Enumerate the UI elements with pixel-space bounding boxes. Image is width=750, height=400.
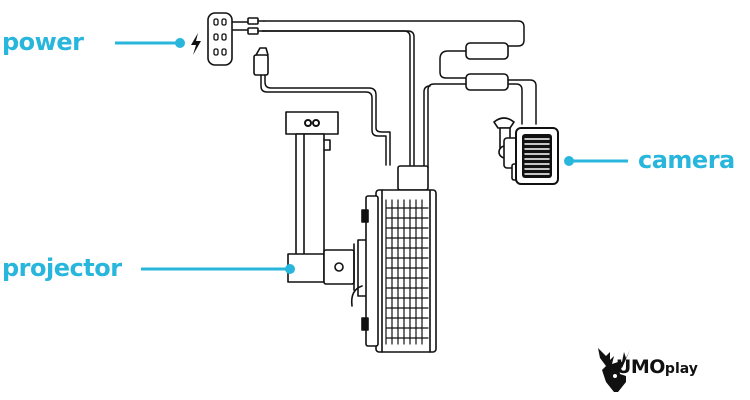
cables — [260, 20, 537, 169]
projector-callout — [141, 264, 295, 274]
camera-label: camera — [638, 146, 735, 174]
brand-name-light: play — [664, 361, 698, 377]
brand-wordmark: LUMOplay — [605, 356, 698, 378]
projector-unit — [361, 165, 437, 353]
power-label: power — [2, 28, 84, 56]
camera-unit — [493, 117, 559, 185]
power-outlet-icon — [207, 12, 233, 66]
lightning-bolt-icon — [191, 33, 201, 55]
deer-logo-icon — [598, 348, 630, 392]
power-callout — [115, 33, 201, 55]
outlet-plugs — [232, 17, 269, 76]
camera-callout — [564, 156, 628, 166]
camera-power-boxes — [465, 42, 509, 91]
projector-label: projector — [2, 254, 122, 282]
brand-name-bold: LUMO — [605, 356, 665, 378]
projector-mount — [285, 111, 373, 307]
